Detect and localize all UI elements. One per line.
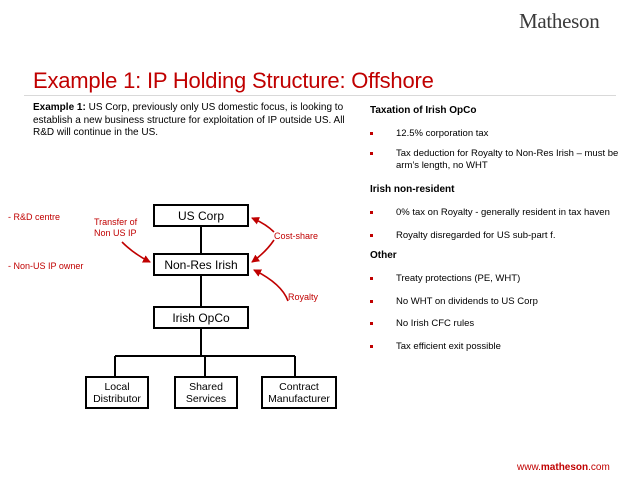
arrow-costshare-down — [251, 239, 275, 263]
bullet-text: Royalty disregarded for US sub-part f. — [396, 230, 556, 241]
footer-suffix: .com — [588, 462, 610, 473]
bullet-item: Treaty protections (PE, WHT) — [370, 273, 630, 285]
title-rule — [24, 95, 616, 96]
box-contract-manufacturer: Contract Manufacturer — [261, 376, 337, 409]
label-ip-owner: - Non-US IP owner — [8, 261, 84, 271]
arrow-costshare-up — [251, 217, 275, 233]
box-non-res-label: Non-Res Irish — [164, 257, 238, 272]
intro-body: US Corp, previously only US domestic foc… — [33, 102, 345, 138]
label-rd-centre: - R&D centre — [8, 212, 61, 222]
box-local-label: Local Distributor — [93, 380, 141, 405]
bullet-marker — [370, 152, 373, 155]
bullet-marker — [370, 322, 373, 325]
bullet-text: 12.5% corporation tax — [396, 128, 489, 139]
footer-prefix: www. — [517, 462, 541, 473]
box-irish-opco: Irish OpCo — [153, 306, 249, 329]
bullet-text: Tax deduction for Royalty to Non-Res Iri… — [396, 148, 619, 171]
bullet-marker — [370, 234, 373, 237]
section-other-heading: Other — [370, 250, 397, 261]
bullet-marker — [370, 132, 373, 135]
box-shared-label: Shared Services — [185, 380, 227, 405]
arrow-royalty — [253, 269, 289, 302]
intro-lead: Example 1: — [33, 102, 86, 113]
box-us-corp-label: US Corp — [177, 208, 224, 223]
matheson-logo: Matheson — [519, 9, 600, 33]
bullet-marker — [370, 300, 373, 303]
bullet-text: Treaty protections (PE, WHT) — [396, 273, 521, 284]
footer-bold: matheson — [540, 462, 589, 473]
box-opco-label: Irish OpCo — [172, 310, 230, 325]
slide-title: Example 1: IP Holding Structure: Offshor… — [33, 68, 434, 93]
bullet-item: No WHT on dividends to US Corp — [370, 296, 630, 308]
label-cost-share: Cost-share — [274, 231, 319, 241]
box-us-corp: US Corp — [153, 204, 249, 227]
arrow-transfer — [121, 241, 151, 263]
bullet-item: Tax deduction for Royalty to Non-Res Iri… — [370, 148, 630, 172]
bullet-marker — [370, 211, 373, 214]
bullet-marker — [370, 277, 373, 280]
bullet-item: Tax efficient exit possible — [370, 341, 630, 353]
bullet-item: No Irish CFC rules — [370, 318, 630, 330]
bullet-item: 12.5% corporation tax — [370, 128, 630, 140]
bullet-item: 0% tax on Royalty - generally resident i… — [370, 207, 630, 219]
bullet-text: 0% tax on Royalty - generally resident i… — [396, 207, 610, 218]
bullet-marker — [370, 345, 373, 348]
footer-url[interactable]: www.matheson.com — [517, 462, 610, 473]
box-shared-services: Shared Services — [174, 376, 238, 409]
bullet-text: No Irish CFC rules — [396, 318, 475, 329]
box-local-distributor: Local Distributor — [85, 376, 149, 409]
box-non-res-irish: Non-Res Irish — [153, 253, 249, 276]
intro-text: Example 1: US Corp, previously only US d… — [33, 102, 353, 140]
label-transfer: Transfer of Non US IP — [94, 217, 138, 238]
box-contract-label: Contract Manufacturer — [268, 380, 330, 405]
section-taxation-heading: Taxation of Irish OpCo — [370, 105, 477, 116]
section-nonresident-heading: Irish non-resident — [370, 184, 455, 195]
bullet-item: Royalty disregarded for US sub-part f. — [370, 230, 630, 242]
bullet-text: No WHT on dividends to US Corp — [396, 296, 538, 307]
label-royalty: Royalty — [288, 292, 319, 302]
bullet-text: Tax efficient exit possible — [396, 341, 501, 352]
